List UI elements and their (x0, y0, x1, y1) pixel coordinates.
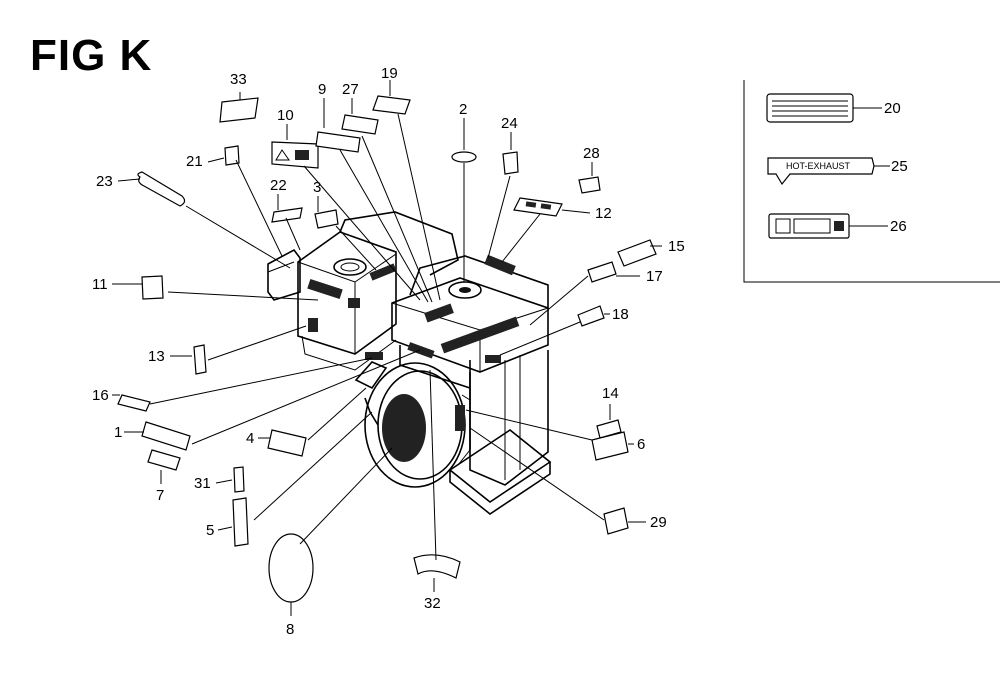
callout-4: 4 (246, 430, 254, 447)
callout-9: 9 (318, 81, 326, 98)
callout-25: 25 (891, 158, 908, 175)
callout-22: 22 (270, 177, 287, 194)
callout-14: 14 (602, 385, 619, 402)
callout-11: 11 (92, 276, 108, 293)
callout-21: 21 (186, 153, 203, 170)
callout-32: 32 (424, 595, 441, 612)
callout-8: 8 (286, 621, 294, 638)
callout-20: 20 (884, 100, 901, 117)
callout-16: 16 (92, 387, 109, 404)
label-25 (767, 157, 875, 186)
callout-24: 24 (501, 115, 518, 132)
figure-title: FIG K (30, 31, 153, 80)
callout-26: 26 (890, 218, 907, 235)
callout-1: 1 (114, 424, 122, 441)
part-labels (117, 95, 657, 603)
callout-5: 5 (206, 522, 214, 539)
callout-10: 10 (277, 107, 294, 124)
leader-lines (149, 113, 605, 561)
callout-18: 18 (612, 306, 629, 323)
callout-33: 33 (230, 71, 247, 88)
callout-6: 6 (637, 436, 645, 453)
callout-numbers: 33 10 9 27 19 2 24 28 12 21 23 22 3 15 1… (92, 65, 685, 638)
inset-box: 20 HOT-EXHAUST 25 26 (743, 80, 1000, 283)
callout-7: 7 (156, 487, 164, 504)
callout-12: 12 (595, 205, 612, 222)
label-20 (766, 93, 854, 123)
callout-15: 15 (668, 238, 685, 255)
callout-17: 17 (646, 268, 663, 285)
callout-ticks (112, 80, 662, 616)
callout-31: 31 (194, 475, 211, 492)
callout-27: 27 (342, 81, 359, 98)
engine-illustration (267, 211, 552, 515)
callout-3: 3 (313, 179, 321, 196)
callout-29: 29 (650, 514, 667, 531)
callout-28: 28 (583, 145, 600, 162)
callout-2: 2 (459, 101, 467, 118)
callout-23: 23 (96, 173, 113, 190)
label-25-text: HOT-EXHAUST (786, 161, 851, 171)
callout-19: 19 (381, 65, 398, 82)
callout-13: 13 (148, 348, 165, 365)
